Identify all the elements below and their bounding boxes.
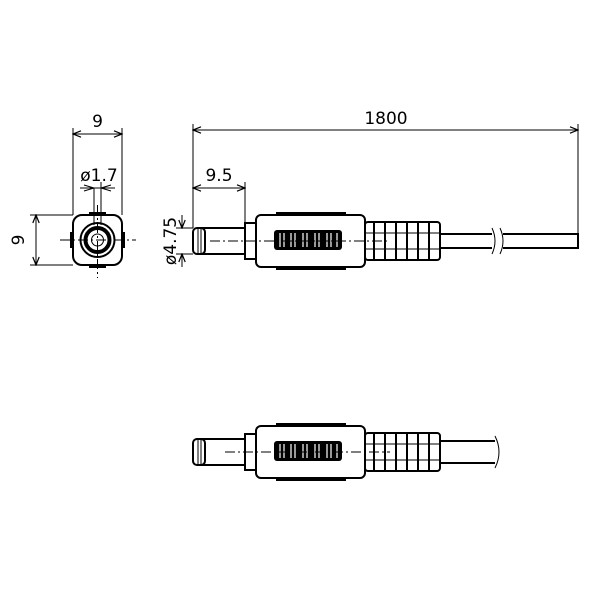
front-view — [60, 182, 136, 278]
pin-diameter-dimension: ø1.7 — [80, 166, 118, 192]
cable-length-label: 1800 — [364, 109, 407, 129]
pin-diameter-label: ø1.7 — [80, 166, 117, 186]
front-width-label: 9 — [92, 112, 103, 132]
front-height-dimension: 9 — [9, 215, 73, 265]
plug-length-label: 9.5 — [205, 166, 232, 186]
side-view-plug — [192, 423, 500, 481]
plug-length-dimension: 9.5 — [193, 166, 245, 223]
side-view-with-cable — [192, 212, 579, 270]
plug-diameter-label: ø4.75 — [161, 217, 181, 265]
cable-length-dimension: 1800 — [193, 109, 578, 234]
plug-diameter-dimension: ø4.75 — [161, 215, 193, 267]
front-height-label: 9 — [9, 235, 29, 246]
front-width-dimension: 9 — [73, 112, 122, 215]
